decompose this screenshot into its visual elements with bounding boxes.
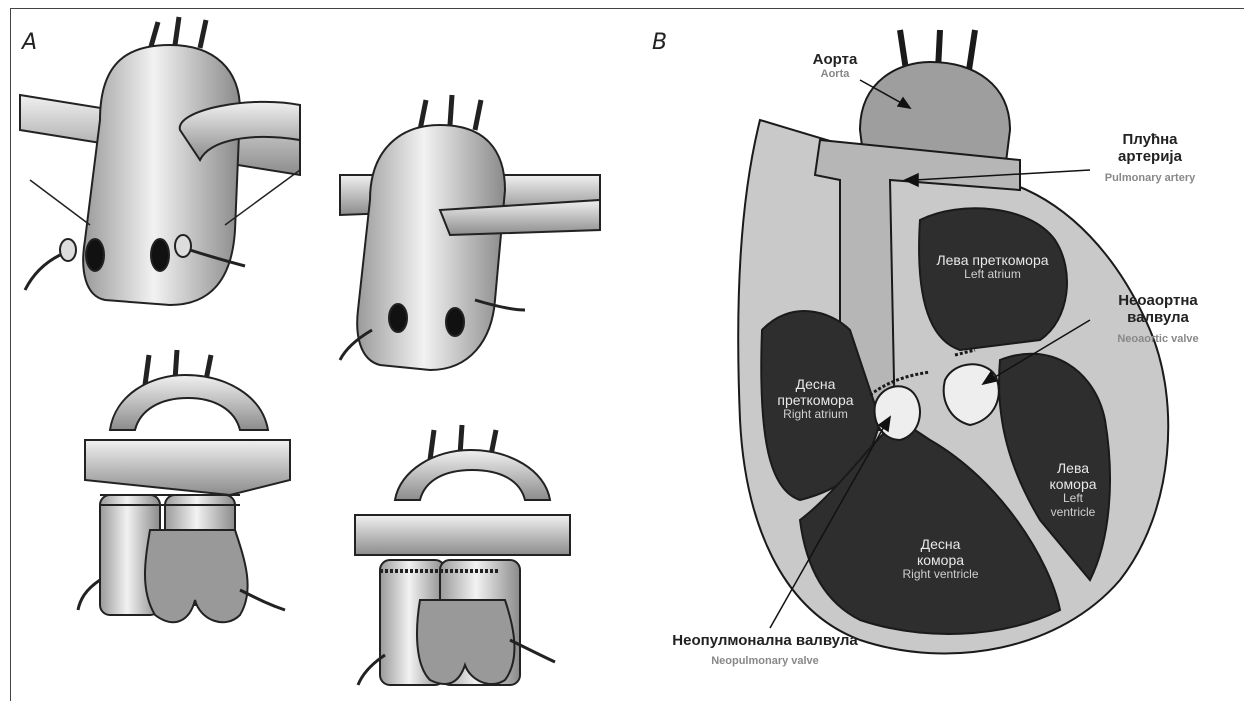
label-aorta: Аорта Aorta (790, 51, 880, 81)
label-aorta-sr: Аорта (790, 51, 880, 68)
label-neoaortic-valve-sr: Неоаортна валвула (1098, 292, 1218, 327)
step-2-diagram (340, 95, 600, 370)
step-4-diagram (355, 425, 570, 685)
label-pulmonary-artery-en: Pulmonary artery (1095, 172, 1205, 185)
label-pulmonary-artery-sr: Плућна артерија (1095, 131, 1205, 166)
label-left-ventricle-en: Left ventricle (1043, 492, 1103, 520)
label-left-ventricle: Лева комора Left ventricle (1043, 460, 1103, 520)
label-right-ventricle-sr: Десна комора (898, 536, 983, 568)
label-left-atrium-en: Left atrium (935, 268, 1050, 282)
label-pulmonary-artery: Плућна артерија Pulmonary artery (1095, 131, 1205, 184)
label-neopulmonary-valve-en: Neopulmonary valve (665, 655, 865, 668)
label-neoaortic-valve-en: Neoaortic valve (1098, 333, 1218, 346)
step-1-diagram (20, 17, 300, 305)
label-left-ventricle-sr: Лева комора (1043, 460, 1103, 492)
label-right-ventricle: Десна комора Right ventricle (898, 536, 983, 582)
label-aorta-en: Aorta (790, 68, 880, 81)
label-left-atrium-sr: Лева преткомора (935, 252, 1050, 268)
label-right-atrium: Десна преткомора Right atrium (758, 376, 873, 422)
label-right-atrium-sr: Десна преткомора (758, 376, 873, 408)
label-neopulmonary-valve: Неопулмонална валвула Neopulmonary valve (665, 632, 865, 668)
label-neopulmonary-valve-sr: Неопулмонална валвула (665, 632, 865, 649)
label-right-ventricle-en: Right ventricle (898, 568, 983, 582)
step-3-diagram (78, 350, 290, 622)
label-right-atrium-en: Right atrium (758, 408, 873, 422)
label-neoaortic-valve: Неоаортна валвула Neoaortic valve (1098, 292, 1218, 345)
label-left-atrium: Лева преткомора Left atrium (935, 252, 1050, 282)
